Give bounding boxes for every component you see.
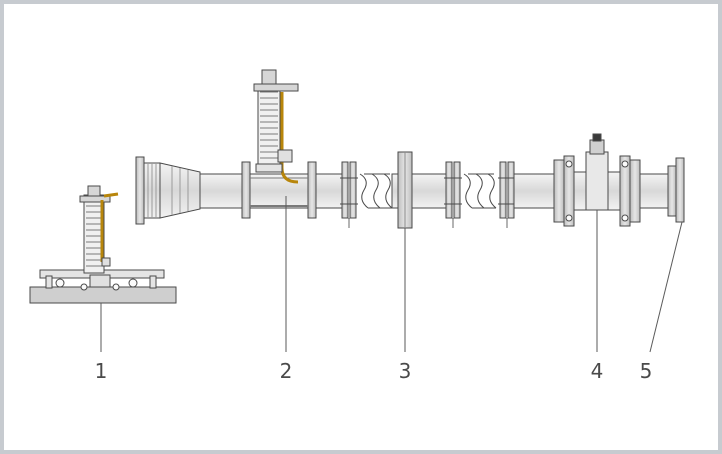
valve-actuator	[592, 133, 602, 142]
flange	[307, 161, 317, 219]
callout-5: 5	[640, 359, 653, 383]
bolt	[55, 278, 65, 288]
item-2-probe-rod	[257, 84, 281, 168]
item-4-flange-left	[553, 159, 565, 223]
item-5-outlet-flange	[675, 157, 685, 223]
bolt	[128, 278, 138, 288]
callout-2: 2	[280, 359, 293, 383]
leader-line-5	[649, 221, 683, 353]
inlet-flange	[135, 156, 145, 225]
base-plate	[29, 286, 177, 304]
measurement-section	[249, 173, 309, 209]
callout-4: 4	[591, 359, 604, 383]
callout-3: 3	[399, 359, 412, 383]
flange	[241, 161, 251, 219]
callout-1: 1	[95, 359, 108, 383]
pipeline	[135, 69, 685, 229]
item-1-base-probe	[29, 185, 177, 352]
leader-lines	[285, 196, 683, 353]
